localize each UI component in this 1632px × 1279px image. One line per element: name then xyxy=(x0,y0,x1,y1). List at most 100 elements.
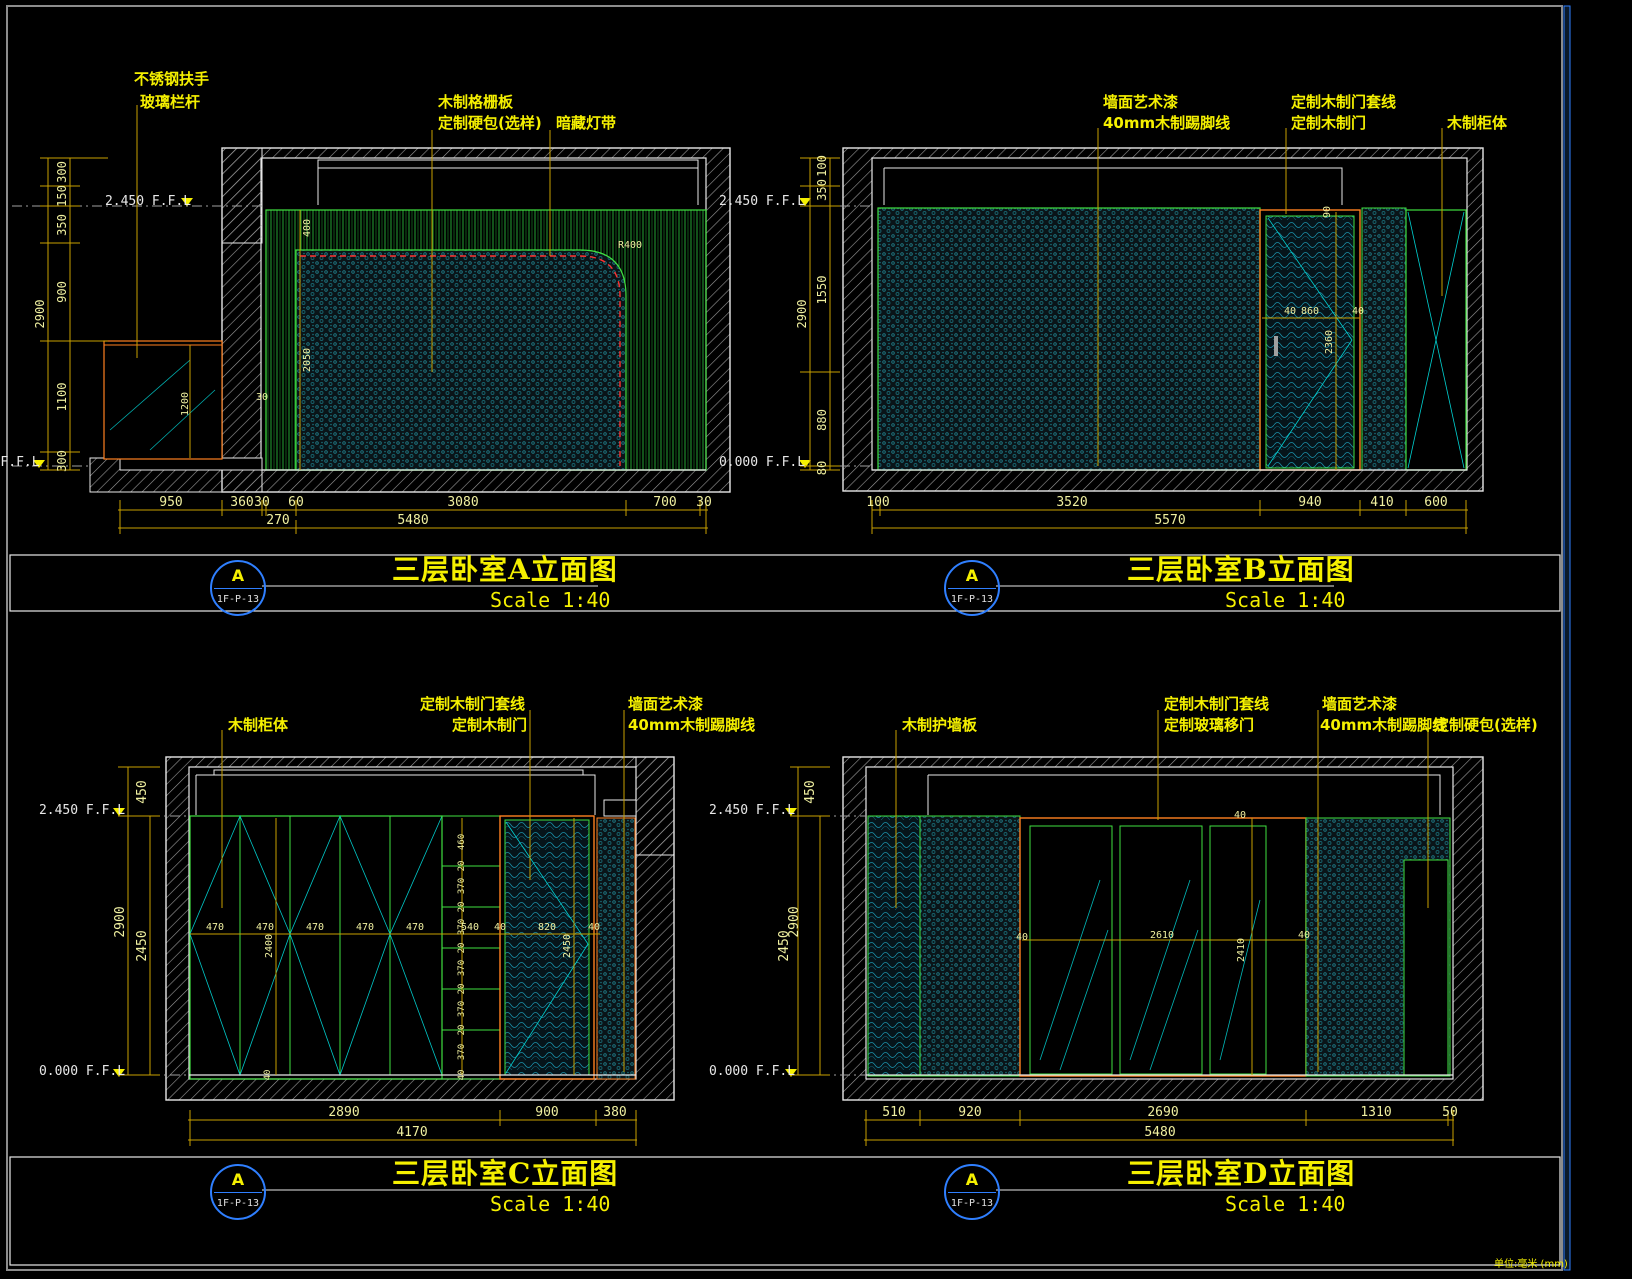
label-c-door-casing: 定制木制门套线 xyxy=(420,695,526,713)
dimension-label: 100 xyxy=(815,155,829,177)
dimension-label: 30 xyxy=(696,495,712,510)
dimension-label: 3520 xyxy=(1056,495,1087,510)
bubble-letter: A xyxy=(231,1170,245,1189)
dimension-label: 370 xyxy=(457,878,467,894)
dimension-label: 2450 xyxy=(777,930,792,961)
bubble-ref: 1F-P-13 xyxy=(216,594,260,605)
dimension-label: 1310 xyxy=(1360,1105,1391,1120)
title-b: 三层卧室B立面图 xyxy=(1127,553,1355,586)
bubble-ref: 1F-P-13 xyxy=(950,594,994,605)
dimension-label: 20 xyxy=(457,1025,467,1036)
elevation-b xyxy=(799,128,1484,534)
dimension-label: 950 xyxy=(159,495,182,510)
dimension-label: 50 xyxy=(1442,1105,1458,1120)
dimension-label: 2900 xyxy=(33,300,47,329)
dimension-label: 350 xyxy=(815,179,829,201)
dimension-label: 370 xyxy=(457,919,467,935)
sheet-border xyxy=(6,5,1563,1271)
dimension-label: 40 xyxy=(494,922,506,933)
label-d-wall-paint: 墙面艺术漆 xyxy=(1322,695,1398,713)
dimension-label: 2890 xyxy=(328,1105,359,1120)
label-a-upholstery: 定制硬包(选样) xyxy=(438,114,542,132)
dimension-label: 2360 xyxy=(1324,330,1335,354)
bubble-ref: 1F-P-13 xyxy=(216,1198,260,1209)
dimension-label: 1200 xyxy=(180,392,191,416)
dimension-label: 470 xyxy=(206,922,224,933)
section-bubble-b: A 1F-P-13 xyxy=(944,560,1000,616)
label-c-cabinet: 木制柜体 xyxy=(228,716,289,734)
dimension-text-layer: 2.450 F.F.LF.F.L300150350900290011003004… xyxy=(0,155,1457,1140)
dimension-label: 20 xyxy=(457,984,467,995)
level-label: 2.450 F.F.L xyxy=(105,194,191,209)
elevation-a xyxy=(12,105,731,534)
dimension-label: 700 xyxy=(653,495,676,510)
dimension-label: 100 xyxy=(866,495,889,510)
label-b-cabinet: 木制柜体 xyxy=(1447,114,1508,132)
label-a-grille: 木制格栅板 xyxy=(438,93,514,111)
dimension-label: 470 xyxy=(306,922,324,933)
dimension-label: 2690 xyxy=(1147,1105,1178,1120)
dimension-label: 400 xyxy=(302,219,313,237)
dimension-label: 150 xyxy=(55,185,69,207)
dimension-label: 820 xyxy=(538,922,556,933)
dimension-label: 450 xyxy=(803,780,818,803)
dimension-label: 40 xyxy=(1234,810,1246,821)
dimension-label: 2450 xyxy=(562,934,573,958)
dimension-label: 510 xyxy=(882,1105,905,1120)
dimension-label: 4170 xyxy=(396,1125,427,1140)
dimension-label: 80 xyxy=(815,461,829,475)
scale-d: Scale 1:40 xyxy=(1225,1192,1346,1216)
dimension-label: 20 xyxy=(457,902,467,913)
dimension-label: 410 xyxy=(1370,495,1393,510)
level-label: 2.450 F.F.L xyxy=(719,194,805,209)
label-a-light-strip: 暗藏灯带 xyxy=(556,114,617,132)
bubble-letter: A xyxy=(965,566,979,585)
dimension-label: 2900 xyxy=(113,906,128,937)
label-a-handrail: 不锈钢扶手 xyxy=(134,70,210,88)
dimension-label: 450 xyxy=(135,780,150,803)
dimension-label: 20 xyxy=(457,861,467,872)
dimension-label: 380 xyxy=(603,1105,626,1120)
dimension-label: 900 xyxy=(535,1105,558,1120)
elevation-c xyxy=(113,710,675,1146)
dimension-label: 270 xyxy=(266,513,289,528)
dimension-label: 30 xyxy=(254,495,270,510)
scale-b: Scale 1:40 xyxy=(1225,588,1346,612)
dimension-label: 1100 xyxy=(55,383,69,412)
dimension-label: 40 xyxy=(1284,306,1296,317)
dimension-label: 350 xyxy=(55,214,69,236)
dimension-label: 2610 xyxy=(1150,930,1174,941)
bubble-letter: A xyxy=(965,1170,979,1189)
dimension-label: 60 xyxy=(288,495,304,510)
dimension-label: 40 xyxy=(588,922,600,933)
label-b-skirting: 40mm木制踢脚线 xyxy=(1103,114,1231,132)
level-label: 2.450 F.F.L xyxy=(39,803,125,818)
dimension-label: 2900 xyxy=(795,300,809,329)
dimension-label: 40 xyxy=(1298,930,1310,941)
dimension-label: 300 xyxy=(55,161,69,183)
dimension-label: 940 xyxy=(1298,495,1321,510)
dimension-label: 370 xyxy=(457,1001,467,1017)
elevation-d xyxy=(785,710,1484,1146)
level-label: 0.000 F.F.L xyxy=(709,1064,795,1079)
dimension-label: 920 xyxy=(958,1105,981,1120)
label-a-glass-rail: 玻璃栏杆 xyxy=(140,93,201,111)
title-c: 三层卧室C立面图 xyxy=(392,1157,619,1190)
dimension-label: 460 xyxy=(457,834,467,850)
level-label: F.F.L xyxy=(0,455,39,470)
dimension-label: 370 xyxy=(457,1044,467,1060)
label-d-door-casing: 定制木制门套线 xyxy=(1164,695,1270,713)
bubble-letter: A xyxy=(231,566,245,585)
dimension-label: 900 xyxy=(55,281,69,303)
dimension-label: 5570 xyxy=(1154,513,1185,528)
title-band-top xyxy=(9,554,1561,612)
label-c-wall-paint: 墙面艺术漆 xyxy=(628,695,704,713)
dimension-label: 860 xyxy=(1301,306,1319,317)
level-label: 2.450 F.F.L xyxy=(709,803,795,818)
dimension-label: 5480 xyxy=(1144,1125,1175,1140)
label-d-wall-panel: 木制护墙板 xyxy=(902,716,978,734)
scale-c: Scale 1:40 xyxy=(490,1192,611,1216)
unit-note: 单位:毫米 (mm) xyxy=(1494,1259,1568,1270)
